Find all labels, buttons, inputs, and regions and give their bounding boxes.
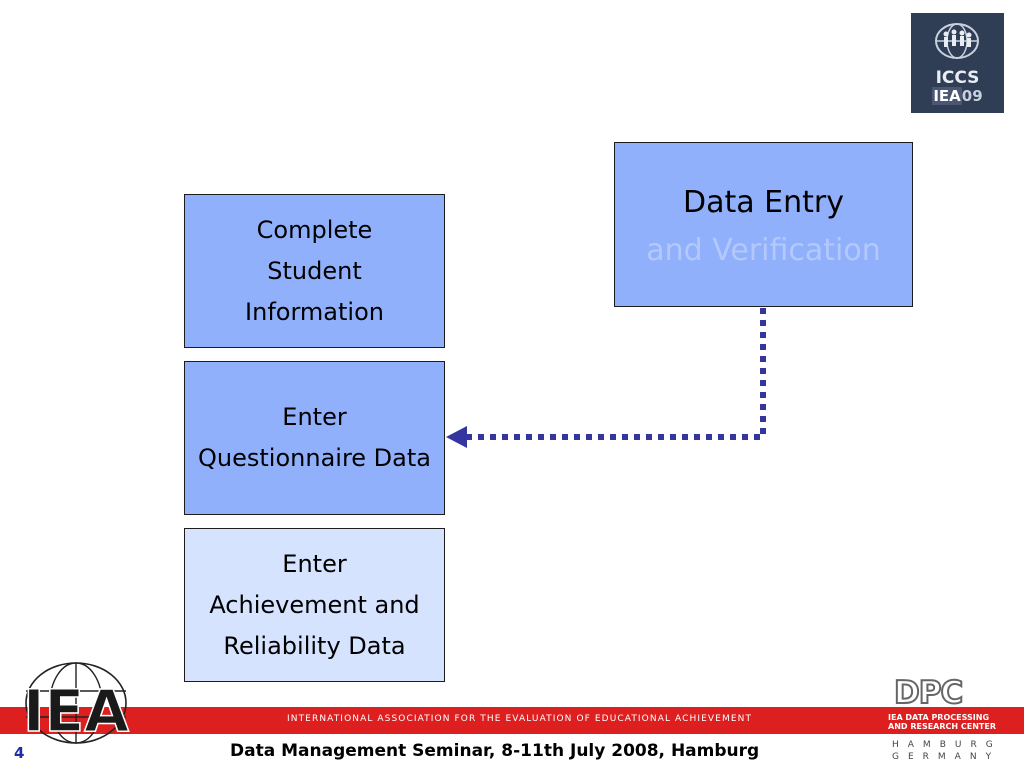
dpc-line-2: AND RESEARCH CENTER bbox=[888, 722, 996, 731]
box-achievement-line-3: Reliability Data bbox=[223, 631, 406, 660]
iea-globe-icon bbox=[25, 662, 127, 744]
footer-title: Data Management Seminar, 8-11th July 200… bbox=[230, 741, 760, 761]
box-data-entry-verification: Data Entry and Verification bbox=[614, 142, 913, 307]
iccs-logo-year: 09 bbox=[961, 87, 983, 105]
footer-red-band bbox=[0, 707, 1024, 734]
dpc-country: GERMANY bbox=[892, 752, 1001, 762]
dpc-line-1: IEA DATA PROCESSING bbox=[888, 713, 990, 722]
globe-icon bbox=[935, 23, 979, 59]
box-achievement-line-1: Enter bbox=[282, 549, 347, 578]
arrowhead-icon bbox=[446, 426, 467, 448]
box-dataentry-line-1: Data Entry bbox=[683, 185, 844, 220]
iea-logo: IEA bbox=[22, 662, 130, 745]
dpc-city: HAMBURG bbox=[892, 740, 1002, 750]
iccs-logo-text: ICCS bbox=[935, 68, 980, 88]
box-questionnaire-line-1: Enter bbox=[282, 403, 347, 431]
box-enter-achievement-reliability-data: Enter Achievement and Reliability Data bbox=[184, 528, 445, 682]
iccs-logo-iea-row: IEA09 bbox=[932, 87, 983, 105]
dpc-logo-subtitle: IEA DATA PROCESSING AND RESEARCH CENTER bbox=[888, 713, 996, 731]
page-number: 4 bbox=[14, 744, 25, 762]
iea-logo-letters: IEA bbox=[23, 677, 129, 745]
box-dataentry-line-2: and Verification bbox=[646, 233, 881, 268]
dpc-logo: DPC IEA DATA PROCESSING AND RESEARCH CEN… bbox=[888, 675, 998, 763]
iccs-logo: ICCS IEA09 bbox=[911, 13, 1004, 113]
box-student-line-3: Information bbox=[245, 297, 384, 326]
dpc-logo-letters: DPC bbox=[893, 675, 964, 711]
box-questionnaire-line-2: Questionnaire Data bbox=[198, 444, 431, 472]
box-complete-student-information: Complete Student Information bbox=[184, 194, 445, 348]
footer-band-text: INTERNATIONAL ASSOCIATION FOR THE EVALUA… bbox=[287, 714, 753, 724]
iccs-logo-iea: IEA bbox=[932, 87, 962, 105]
box-achievement-line-2: Achievement and bbox=[209, 590, 420, 619]
box-student-line-1: Complete bbox=[256, 215, 373, 244]
connector-line bbox=[467, 308, 766, 440]
box-enter-questionnaire-data: Enter Questionnaire Data bbox=[184, 361, 445, 515]
box-student-line-2: Student bbox=[267, 256, 362, 285]
dpc-logo-location: HAMBURG GERMANY bbox=[892, 739, 1002, 763]
